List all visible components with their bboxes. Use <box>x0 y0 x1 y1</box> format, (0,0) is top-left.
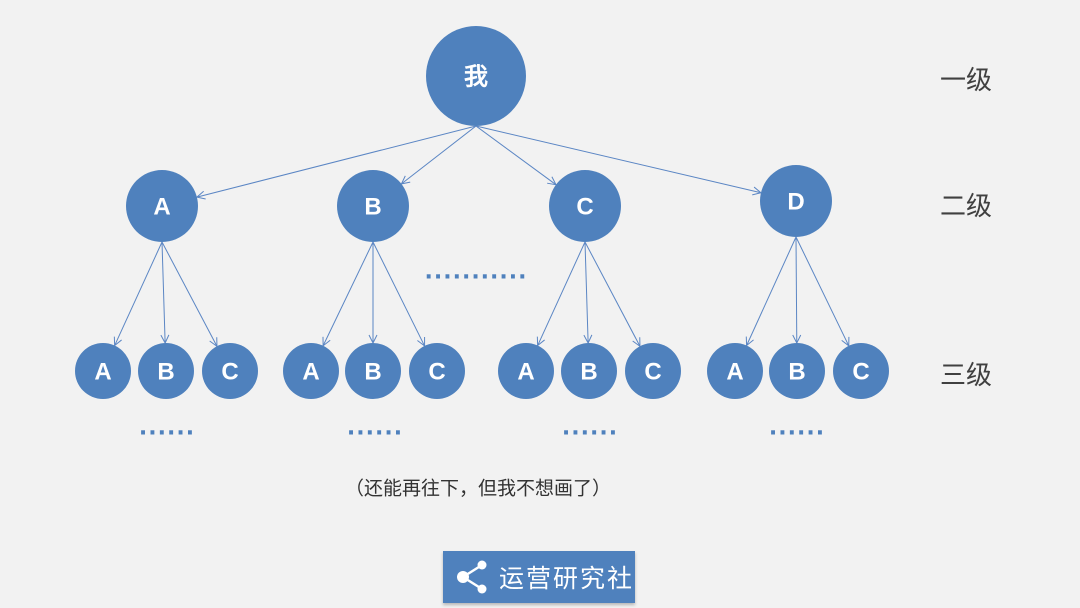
logo-text: 运营研究社 <box>499 564 635 593</box>
level2-node-a: A <box>126 170 198 242</box>
child-ellipsis: ...... <box>138 415 196 441</box>
node-label: D <box>787 189 804 216</box>
node-label: A <box>517 359 534 386</box>
level3-node: C <box>833 343 889 399</box>
level3-node: B <box>138 343 194 399</box>
edge-arrow <box>796 236 797 343</box>
node-circle <box>707 343 763 399</box>
node-label: 我 <box>464 64 488 91</box>
share-icon <box>457 560 487 594</box>
node-label: A <box>153 194 170 221</box>
edge-arrow <box>197 125 477 197</box>
node-label: A <box>726 359 743 386</box>
edge-arrow <box>161 241 217 346</box>
child-ellipsis: ...... <box>561 415 619 441</box>
middle-ellipsis: ........... <box>424 259 528 285</box>
node-circle <box>126 170 198 242</box>
node-label: C <box>576 194 593 221</box>
node-label: B <box>580 359 597 386</box>
node-circle <box>337 170 409 242</box>
edge-arrow <box>585 241 588 343</box>
node-circle <box>625 343 681 399</box>
level3-node: B <box>561 343 617 399</box>
child-ellipsis: ...... <box>346 415 404 441</box>
logo-badge: 运营研究社 <box>443 551 635 603</box>
node-circle <box>138 343 194 399</box>
node-label: B <box>157 359 174 386</box>
node-circle <box>561 343 617 399</box>
node-label: C <box>852 359 869 386</box>
node-label: A <box>302 359 319 386</box>
node-circle <box>769 343 825 399</box>
node-circle <box>345 343 401 399</box>
node-label: C <box>644 359 661 386</box>
level3-node: B <box>345 343 401 399</box>
node-circle <box>202 343 258 399</box>
level2-node-d: D <box>760 165 832 237</box>
child-ellipsis: ...... <box>768 415 826 441</box>
node-label: B <box>788 359 805 386</box>
level2-node-c: C <box>549 170 621 242</box>
node-circle <box>75 343 131 399</box>
level3-node: A <box>75 343 131 399</box>
edge-arrow <box>115 241 163 346</box>
level3-node: A <box>707 343 763 399</box>
node-label: C <box>428 359 445 386</box>
node-circle <box>498 343 554 399</box>
node-circle <box>426 26 526 126</box>
level3-node: B <box>769 343 825 399</box>
edge-arrow <box>538 241 586 346</box>
node-circle <box>833 343 889 399</box>
level-label-1: 一级 <box>940 66 993 96</box>
node-label: C <box>221 359 238 386</box>
level3-node: C <box>409 343 465 399</box>
node-circle <box>760 165 832 237</box>
node-circle <box>409 343 465 399</box>
edge-arrow <box>795 236 849 346</box>
level3-node: C <box>202 343 258 399</box>
edge-arrow <box>323 241 374 346</box>
edge-arrow <box>747 236 797 346</box>
level-label-3: 三级 <box>940 361 993 391</box>
caption: （还能再往下，但我不想画了） <box>344 477 612 500</box>
edge-arrow <box>401 125 477 184</box>
level-label-2: 二级 <box>940 192 993 222</box>
level3-node: A <box>498 343 554 399</box>
node-circle <box>283 343 339 399</box>
node-label: A <box>94 359 111 386</box>
level3-node: A <box>283 343 339 399</box>
edge-arrow <box>162 241 165 343</box>
node-circle <box>549 170 621 242</box>
node-label: B <box>364 359 381 386</box>
level3-node: C <box>625 343 681 399</box>
root-node: 我 <box>426 26 526 126</box>
edge-arrow <box>372 241 425 346</box>
level2-node-b: B <box>337 170 409 242</box>
edge-arrow <box>475 125 761 193</box>
edge-arrow <box>584 241 640 346</box>
edge-arrow <box>475 125 556 185</box>
node-label: B <box>364 194 381 221</box>
